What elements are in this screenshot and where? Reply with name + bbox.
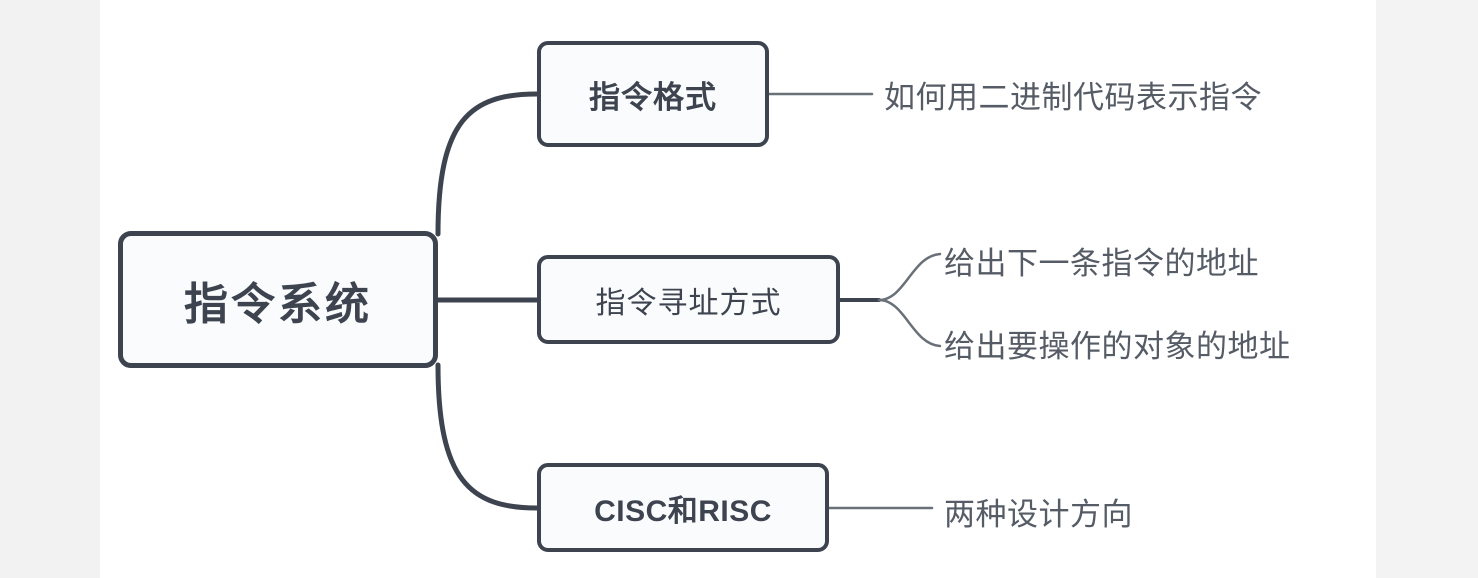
mindmap-leaf-label: 给出要操作的对象的地址 <box>944 329 1291 364</box>
mindmap-root-node[interactable]: 指令系统 <box>118 231 438 368</box>
mindmap-branch-node-addressing-mode[interactable]: 指令寻址方式 <box>537 255 840 344</box>
mindmap-branch-node-cisc-risc[interactable]: CISC和RISC <box>537 463 829 552</box>
mindmap-leaf-label: 两种设计方向 <box>944 497 1133 532</box>
left-gutter <box>0 0 100 578</box>
root-node-label: 指令系统 <box>184 279 372 329</box>
branch-node-label: CISC和RISC <box>594 494 772 528</box>
mindmap-branch-node-instruction-format[interactable]: 指令格式 <box>537 41 769 147</box>
mindmap-leaf-label: 给出下一条指令的地址 <box>944 246 1259 281</box>
right-gutter <box>1376 0 1478 578</box>
branch-node-label: 指令寻址方式 <box>595 286 782 320</box>
branch-node-label: 指令格式 <box>589 79 717 115</box>
mindmap-leaf-label: 如何用二进制代码表示指令 <box>884 80 1262 115</box>
